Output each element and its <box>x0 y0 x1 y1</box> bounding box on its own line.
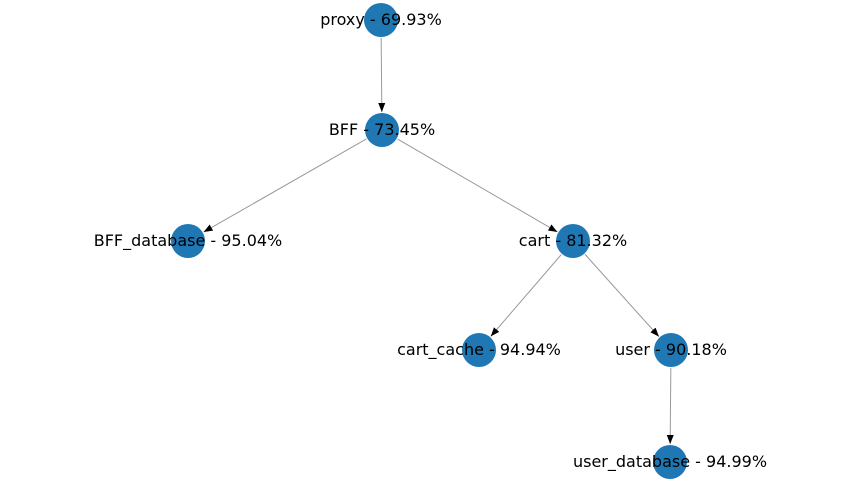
edge-user-to-user_database <box>666 367 674 445</box>
node-label-proxy: proxy - 69.93% <box>320 10 442 29</box>
node-label-cart: cart - 81.32% <box>519 231 627 250</box>
edge-BFF-to-cart <box>397 138 558 233</box>
node-BFF <box>365 113 399 147</box>
node-cart <box>556 224 590 258</box>
node-user_database <box>653 445 687 479</box>
edge-proxy-to-BFF <box>378 37 386 113</box>
node-label-BFF_database: BFF_database - 95.04% <box>94 231 283 251</box>
labels-layer: proxy - 69.93% BFF - 73.45% BFF_database -… <box>94 10 767 472</box>
edge-cart-to-cart_cache <box>490 254 562 337</box>
edge-cart-to-user <box>584 254 660 337</box>
node-cart_cache <box>462 333 496 367</box>
node-label-user_database: user_database - 94.99% <box>573 452 767 472</box>
node-label-BFF: BFF - 73.45% <box>329 120 435 139</box>
node-label-cart_cache: cart_cache - 94.94% <box>397 340 561 360</box>
edge-BFF-to-BFF_database <box>203 138 367 233</box>
node-label-user: user - 90.18% <box>615 340 727 359</box>
edges-layer <box>203 37 674 445</box>
node-user <box>654 333 688 367</box>
nodes-layer <box>171 3 688 479</box>
node-proxy <box>364 3 398 37</box>
node-BFF_database <box>171 224 205 258</box>
